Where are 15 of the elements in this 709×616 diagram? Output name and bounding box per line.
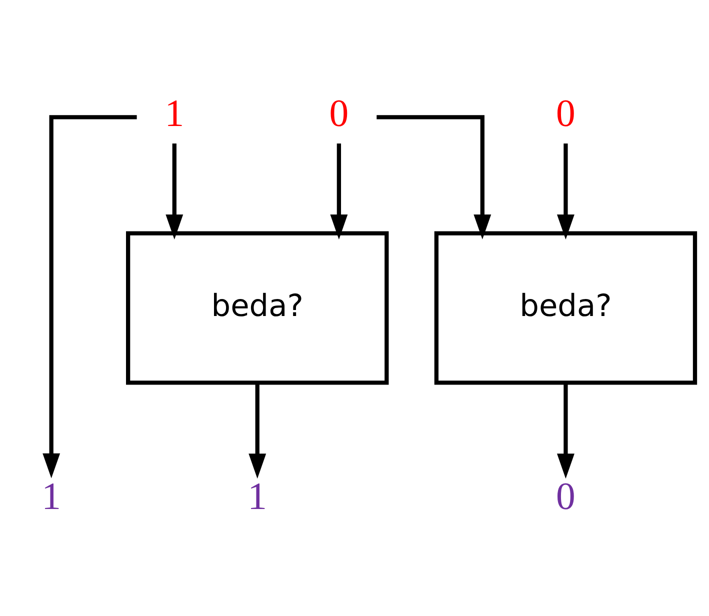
node-text: 0 — [556, 93, 576, 136]
arrow — [556, 144, 574, 240]
arrow — [376, 115, 492, 240]
arrow — [248, 383, 266, 479]
node-box: beda? — [434, 231, 698, 385]
node-text: 0 — [329, 93, 349, 136]
arrow — [166, 144, 184, 240]
arrow — [556, 383, 574, 479]
node-text: 0 — [556, 476, 576, 518]
node-box: beda? — [126, 231, 389, 385]
arrow — [330, 144, 348, 240]
node-text: 1 — [42, 476, 62, 518]
node-text: 1 — [248, 476, 268, 518]
arrow — [42, 115, 137, 478]
node-text: 1 — [164, 93, 184, 136]
